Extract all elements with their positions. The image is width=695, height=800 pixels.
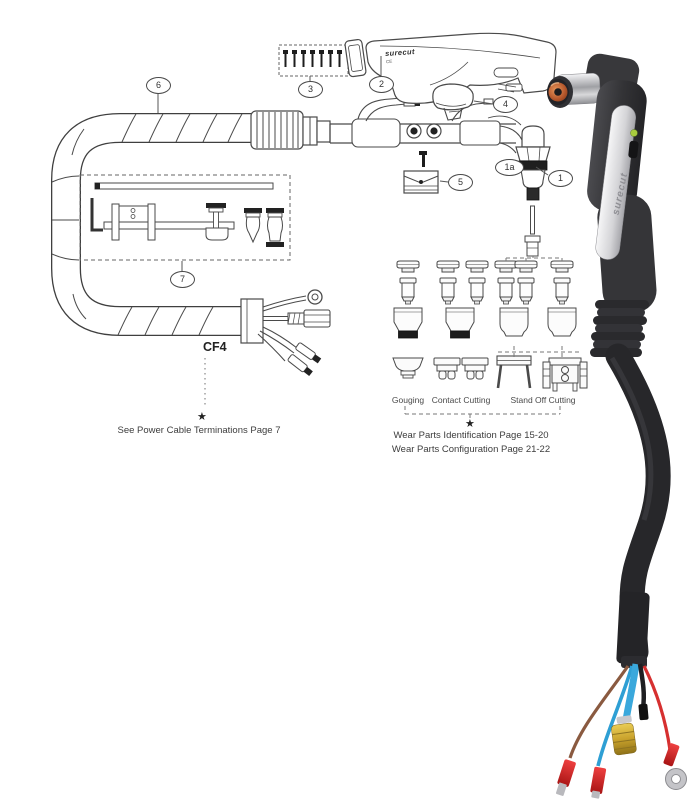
- wear-parts-identification-note: Wear Parts Identification Page 15-20: [393, 430, 549, 441]
- column-label-standoff-cutting: Stand Off Cutting: [510, 395, 576, 405]
- torch-head-drawing: [515, 125, 551, 201]
- wire-red: [642, 665, 672, 751]
- column-label-gouging: Gouging: [391, 395, 425, 405]
- wire-blue: [596, 665, 634, 767]
- trigger-drawing: [432, 83, 474, 121]
- spade-connector: [590, 766, 607, 799]
- coil-cable-drawing: [51, 113, 253, 336]
- dashed-connectors: [404, 256, 582, 421]
- wear-parts-configuration-note: Wear Parts Configuration Page 21-22: [391, 444, 551, 455]
- callout-1: 1: [548, 170, 573, 187]
- wire-black: [637, 663, 647, 709]
- photo-torch: [547, 53, 687, 799]
- electrode-rod-drawing: [524, 205, 541, 257]
- callout-4: 4: [493, 96, 518, 113]
- circle-guide-kit-drawing: [79, 174, 291, 261]
- callout-7: 7: [170, 271, 195, 288]
- wire-brown: [568, 665, 630, 759]
- callout-2: 2: [369, 76, 394, 93]
- brass-fitting: [611, 722, 637, 756]
- callout-1a: 1a: [495, 159, 524, 176]
- spade-connector: [555, 759, 576, 796]
- strain-relief-drawing: [250, 110, 331, 150]
- trigger-led: [630, 129, 638, 137]
- switch-block-drawing: [403, 151, 439, 194]
- cable-type-label: CF4: [203, 340, 227, 354]
- hose-blue: [622, 663, 640, 721]
- photo-bellows: [590, 300, 649, 357]
- photo-cable: [605, 343, 671, 665]
- column-label-contact-cutting: Contact Cutting: [431, 395, 491, 405]
- power-cable-note: See Power Cable Terminations Page 7: [117, 425, 281, 436]
- callout-6: 6: [146, 77, 171, 94]
- power-note-star: ★: [197, 411, 207, 423]
- power-cable-terminations-drawing: [240, 289, 331, 377]
- screw-set-drawing: [278, 44, 349, 77]
- handle-shell-drawing: [344, 32, 557, 104]
- wear-part: [542, 357, 588, 392]
- wear-part: [496, 355, 532, 389]
- leader-lines: [157, 56, 549, 271]
- wear-note-star: ★: [465, 418, 475, 430]
- ring-terminal: [665, 768, 687, 790]
- wear-parts-grid: [392, 260, 588, 392]
- ce-mark: CE: [385, 58, 393, 65]
- callout-3: 3: [298, 81, 323, 98]
- wear-part: [392, 357, 424, 379]
- callout-5: 5: [448, 174, 473, 191]
